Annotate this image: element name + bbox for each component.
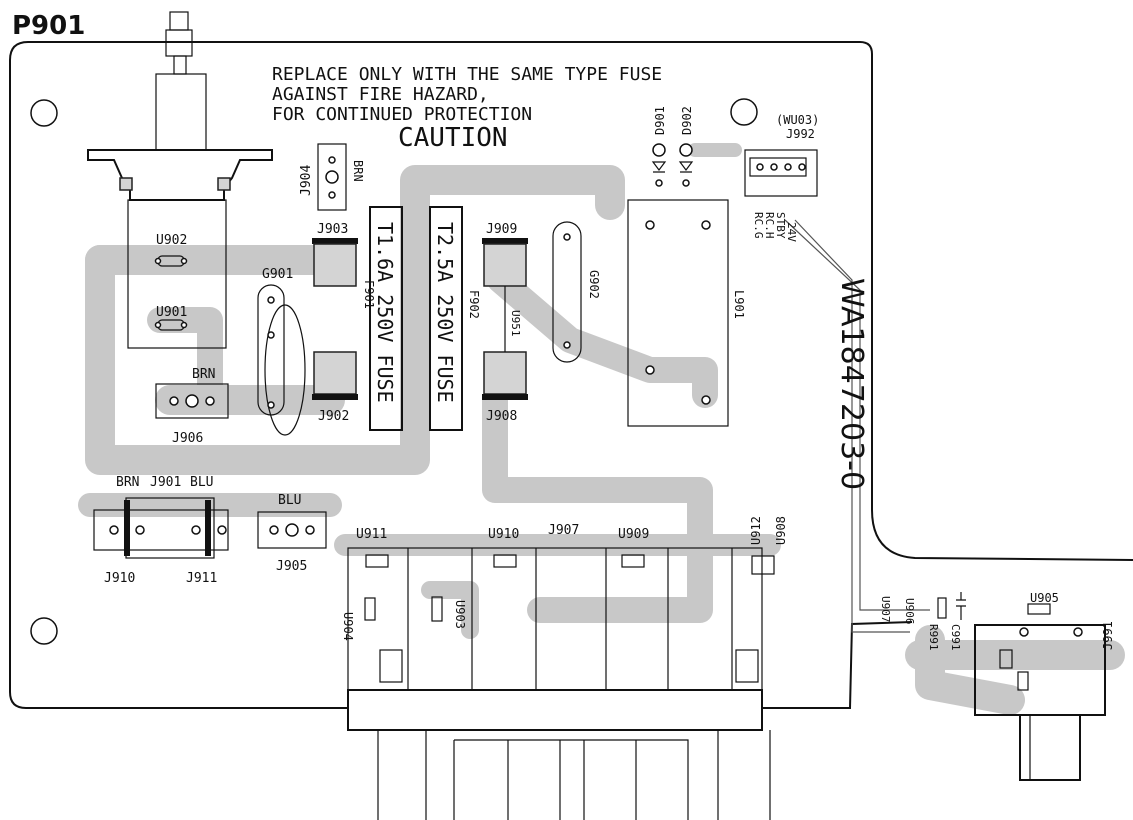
board-name: P901 [12, 11, 85, 41]
board-part-number: WA1847203-0 [834, 278, 869, 490]
mount-hole-bottom-left [30, 617, 58, 645]
jumper-u902: U902 [154, 233, 187, 267]
label-d902: D902 [680, 106, 694, 135]
connector-j905: BLU J905 [257, 493, 327, 574]
caution-title: CAUTION [398, 123, 508, 153]
label-blu-j905: BLU [278, 493, 301, 508]
label-j907: J907 [548, 523, 579, 538]
caution-block: REPLACE ONLY WITH THE SAME TYPE FUSE AGA… [272, 64, 662, 153]
label-j908: J908 [486, 409, 517, 424]
label-j904: J904 [299, 165, 314, 196]
jumper-u912-u908: U912 U908 [749, 516, 788, 575]
connector-j992: (WU03) J992 24V STBY RC.H RC.G [744, 113, 819, 242]
label-j901: J901 [150, 475, 181, 490]
inductor-l901: L901 [627, 199, 746, 427]
label-j905: J905 [276, 559, 307, 574]
mount-hole-top-left [30, 99, 58, 127]
power-switch [87, 11, 273, 349]
sub-board-j991: U907 U906 R991 C991 U905 J991 [879, 591, 1115, 781]
label-g901: G901 [262, 267, 293, 282]
label-u908: U908 [774, 516, 788, 545]
pin-24v: 24V [785, 222, 798, 242]
label-j902: J902 [318, 409, 349, 424]
jumper-u910: U910 [488, 527, 519, 568]
board-outline-lower [762, 621, 913, 709]
fuse-f901: J903 J902 F901 T1.6A 250V FUSE [312, 206, 403, 431]
label-j910: J910 [104, 571, 135, 586]
label-d901: D901 [653, 106, 667, 135]
label-u904: U904 [341, 612, 355, 641]
label-blu-j901: BLU [190, 475, 213, 490]
label-u903: U903 [453, 600, 467, 629]
fuse-f902: T2.5A 250V FUSE F902 J909 J908 U951 [429, 206, 528, 431]
label-u909: U909 [618, 527, 649, 542]
leds: D901 D902 [651, 106, 694, 187]
jumper-u903: U903 [431, 596, 467, 629]
label-u951: U951 [509, 310, 522, 337]
label-u905: U905 [1030, 591, 1059, 605]
label-j909: J909 [486, 222, 517, 237]
jumper-u909: U909 [618, 527, 649, 568]
connector-j906: BRN J906 [155, 367, 229, 446]
label-j903: J903 [317, 222, 348, 237]
fuse-f902-rating: T2.5A 250V FUSE [433, 222, 457, 403]
spark-gap-g901: G901 [257, 267, 306, 436]
label-j911: J911 [186, 571, 217, 586]
pin-rcg: RC.G [752, 212, 765, 239]
caution-line-3: FOR CONTINUED PROTECTION [272, 104, 532, 125]
jumper-u911: U911 [356, 527, 389, 568]
label-u907: U907 [879, 596, 892, 623]
connector-j907: J907 [347, 523, 771, 820]
label-wu03: (WU03) [776, 113, 819, 127]
label-r991: R991 [927, 624, 940, 651]
connector-j904: J904 BRN [299, 143, 365, 211]
label-l901: L901 [732, 290, 746, 319]
label-c991: C991 [949, 624, 962, 651]
label-u902: U902 [156, 233, 187, 248]
pin-stby: STBY [774, 212, 787, 239]
label-u910: U910 [488, 527, 519, 542]
pin-rch: RC.H [763, 212, 776, 239]
fuse-f901-rating: T1.6A 250V FUSE [373, 222, 397, 403]
spark-gap-g902: G902 [552, 221, 601, 363]
caution-line-2: AGAINST FIRE HAZARD, [272, 84, 489, 105]
label-u906: U906 [903, 598, 916, 625]
label-g902: G902 [587, 270, 601, 299]
caution-line-1: REPLACE ONLY WITH THE SAME TYPE FUSE [272, 64, 662, 85]
copper-traces [78, 143, 1125, 715]
label-brn-j904: BRN [351, 160, 365, 182]
label-j991: J991 [1101, 621, 1115, 650]
label-u911: U911 [356, 527, 387, 542]
mount-hole-top-right [730, 98, 758, 126]
board-outline [9, 41, 1133, 709]
label-u912: U912 [749, 516, 763, 545]
label-j992: J992 [786, 127, 815, 141]
label-f902: F902 [467, 290, 481, 319]
label-brn-j906: BRN [192, 367, 215, 382]
connector-j910-j911: BRN J901 BLU J910 J911 [93, 475, 229, 586]
label-brn-j901: BRN [116, 475, 139, 490]
jumper-u904: U904 [341, 597, 376, 641]
label-u901: U901 [156, 305, 187, 320]
label-j906: J906 [172, 431, 203, 446]
jumper-u901: U901 [154, 305, 187, 331]
